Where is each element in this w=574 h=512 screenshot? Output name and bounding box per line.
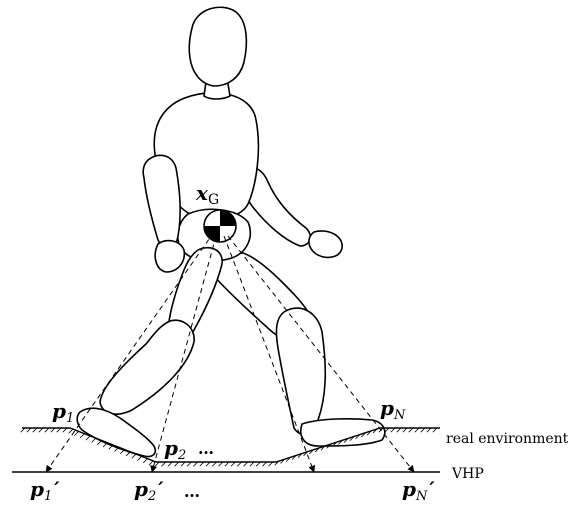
hatch-mark: [255, 461, 261, 467]
hatch-mark: [432, 427, 438, 433]
hatch-mark: [426, 427, 432, 433]
hatch-mark: [249, 461, 255, 467]
hatch-mark: [20, 427, 26, 433]
hatch-mark: [390, 427, 396, 433]
hatch-mark: [396, 427, 402, 433]
hatch-mark: [38, 427, 44, 433]
hatch-mark: [142, 458, 148, 464]
back-shin: [275, 307, 327, 435]
real-environment-ground: [20, 427, 440, 467]
hatch-mark: [174, 461, 180, 467]
hatch-mark: [297, 453, 303, 458]
hatch-mark: [148, 460, 154, 466]
hatch-mark: [114, 446, 120, 452]
hatch-mark: [193, 461, 198, 467]
projection-line-p2: [150, 235, 217, 473]
hatch-mark: [50, 427, 56, 433]
hatch-mark: [349, 436, 355, 441]
hatch-mark: [291, 455, 297, 460]
hatch-mark: [274, 460, 280, 466]
hatch-mark: [303, 451, 309, 457]
hatch-mark: [68, 428, 74, 434]
head: [188, 6, 248, 87]
hatch-mark: [211, 461, 217, 467]
hatch-mark: [280, 458, 285, 464]
hatch-mark: [337, 439, 343, 445]
ground-hatching: [20, 427, 438, 467]
hatch-mark: [366, 430, 372, 436]
hatch-mark: [262, 461, 267, 467]
hatch-mark: [326, 443, 332, 449]
label-vhp: VHP: [451, 466, 484, 482]
center-of-mass-icon: [203, 209, 237, 243]
hatch-mark: [62, 427, 68, 433]
hatch-mark: [125, 451, 131, 457]
hatch-mark: [378, 427, 384, 433]
hatch-mark: [314, 447, 320, 453]
hatch-mark: [414, 427, 420, 433]
hatch-mark: [161, 461, 167, 467]
hatch-mark: [268, 461, 274, 467]
hatch-mark: [285, 456, 291, 462]
label-p1: p1: [52, 399, 74, 426]
hatch-mark: [402, 427, 408, 433]
label-com: xG: [195, 181, 219, 208]
label-pN: pN: [380, 396, 406, 423]
mannequin-figure: [76, 6, 386, 458]
hatch-mark: [343, 438, 349, 443]
hatch-mark: [243, 461, 249, 467]
hatch-mark: [131, 453, 137, 459]
hatch-mark: [384, 427, 390, 433]
hatch-mark: [224, 461, 230, 467]
hatch-mark: [186, 461, 192, 467]
hatch-mark: [102, 442, 108, 448]
hatch-mark: [237, 461, 242, 467]
hatch-mark: [32, 427, 38, 433]
hatch-mark: [154, 461, 160, 467]
hatch-mark: [44, 427, 50, 433]
label-dots-top: …: [198, 439, 214, 458]
hatch-mark: [119, 449, 125, 455]
label-p2-prime: p2′: [134, 477, 164, 504]
left-upper-arm: [142, 154, 181, 249]
hatch-mark: [91, 437, 97, 443]
hatch-mark: [108, 444, 114, 450]
hatch-mark: [137, 456, 142, 461]
projection-lines: [45, 231, 415, 473]
label-p2: p2: [164, 436, 186, 463]
hatch-mark: [408, 427, 414, 433]
hatch-mark: [26, 427, 32, 433]
hatch-mark: [332, 441, 337, 447]
label-dots-bottom: …: [184, 482, 200, 501]
hatch-mark: [199, 461, 205, 467]
hatch-mark: [372, 428, 378, 434]
hatch-mark: [79, 433, 85, 439]
hatch-mark: [205, 461, 211, 467]
hatch-mark: [167, 461, 173, 467]
hatch-mark: [218, 461, 224, 467]
left-hand: [154, 239, 186, 273]
hatch-mark: [320, 445, 326, 451]
hatch-mark: [97, 440, 102, 445]
projection-line-p1: [45, 231, 215, 473]
hatch-mark: [180, 461, 186, 467]
hatch-mark: [355, 434, 361, 440]
hatch-mark: [56, 427, 62, 433]
hatch-mark: [230, 461, 236, 467]
hatch-mark: [74, 431, 79, 436]
hatch-mark: [420, 427, 426, 433]
label-real-environment: real environment: [446, 431, 569, 447]
hatch-mark: [85, 435, 91, 441]
back-foot: [300, 418, 386, 447]
label-pN-prime: pN′: [402, 477, 435, 504]
projection-line-pN-a: [223, 235, 316, 473]
hatch-mark: [309, 449, 314, 455]
front-foot: [76, 407, 157, 458]
right-hand: [308, 230, 343, 259]
hatch-mark: [361, 432, 366, 438]
label-p1-prime: p1′: [30, 477, 60, 504]
